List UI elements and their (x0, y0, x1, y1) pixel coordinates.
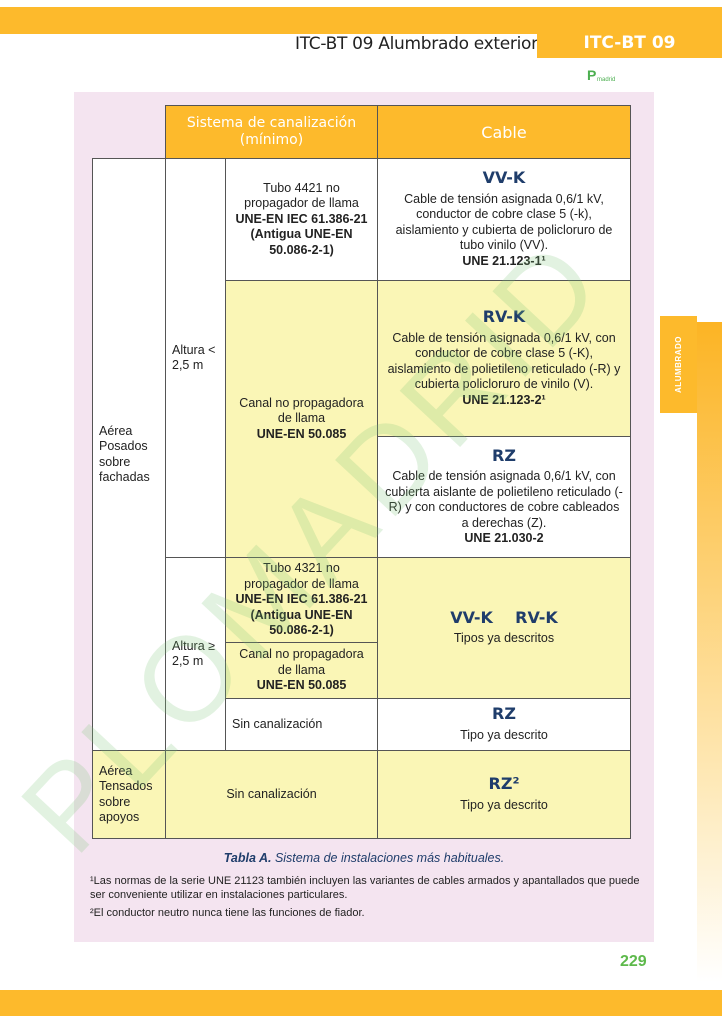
r2-cable: RV-K Cable de tensión asignada 0,6/1 kV, … (377, 280, 631, 437)
r3-cable: RZ Cable de tensión asignada 0,6/1 kV, co… (377, 436, 631, 558)
table-caption: Tabla A. Sistema de instalaciones más ha… (74, 851, 654, 865)
system-text: Canal no propagadora de llama (239, 395, 364, 426)
r6-cable: RZ Tipo ya descrito (377, 698, 631, 751)
system-norm: UNE-EN IEC 61.386-21 (Antigua UNE-EN 50.… (235, 592, 368, 638)
header-system: Sistema de canalización (mínimo) (165, 105, 378, 159)
r1-cable: VV-K Cable de tensión asignada 0,6/1 kV, … (377, 158, 631, 281)
cable-code: RZ (492, 704, 516, 723)
r6-system: Sin canalización (225, 698, 378, 751)
cable-desc: Tipo ya descrito (460, 797, 548, 812)
system-text: Tubo 4321 no propagador de llama (244, 561, 359, 591)
side-tab-label: ALUMBRADO (674, 336, 683, 393)
cable-desc: Cable de tensión asignada 0,6/1 kV, con … (387, 330, 621, 392)
footnote-2: ²El conductor neutro nunca tiene las fun… (90, 907, 365, 919)
cable-desc: Cable de tensión asignada 0,6/1 kV, cond… (395, 191, 613, 253)
cable-desc: Tipo ya descrito (460, 727, 548, 742)
r4-cable: VV-K RV-K Tipos ya descritos (377, 557, 631, 699)
side-tab (660, 316, 697, 413)
cable-norm: UNE 21.123-1¹ (462, 253, 546, 268)
footnote-1: ¹Las normas de la serie UNE 21123 tambié… (90, 875, 640, 901)
system-text: Canal no propagadora de llama (239, 647, 364, 677)
svg-text:madrid: madrid (597, 77, 615, 83)
svg-text:P: P (587, 67, 596, 83)
aerea-tensados: Aérea Tensados sobre apoyos (92, 750, 166, 839)
cable-code: RZ² (488, 774, 520, 793)
cable-code: RV-K (482, 307, 526, 326)
altura-ge: Altura ≥ 2,5 m (165, 557, 226, 751)
r7-cable: RZ² Tipo ya descrito (377, 750, 631, 839)
r7-system: Sin canalización (165, 750, 378, 839)
cable-code: RZ (492, 445, 516, 465)
cable-code: VV-K RV-K (450, 607, 558, 627)
system-norm: UNE-EN 50.085 (256, 678, 347, 693)
system-norm: UNE-EN 50.085 (256, 426, 347, 441)
cable-norm: UNE 21.123-2¹ (462, 392, 546, 407)
page-number: 229 (620, 953, 647, 970)
cable-norm: UNE 21.030-2 (464, 531, 544, 545)
system-text: Tubo 4421 no propagador de llama (244, 180, 359, 211)
header-cable: Cable (377, 105, 631, 159)
side-stripe (697, 322, 722, 982)
cable-desc: Tipos ya descritos (453, 631, 555, 645)
system-norm: UNE-EN IEC 61.386-21 (Antigua UNE-EN 50.… (235, 211, 368, 257)
bottom-bar (0, 990, 722, 1016)
aerea-posados: Aérea Posados sobre fachadas (92, 158, 166, 751)
cable-code: VV-K (482, 168, 526, 187)
section-code: ITC-BT 09 (537, 34, 722, 58)
top-bar (0, 7, 722, 34)
cable-desc: Cable de tensión asignada 0,6/1 kV, con … (385, 469, 623, 530)
caption-text: Sistema de instalaciones más habituales. (271, 851, 505, 865)
caption-label: Tabla A. (223, 851, 272, 865)
running-title: ITC-BT 09 Alumbrado exterior (295, 34, 538, 54)
altura-lt: Altura < 2,5 m (165, 158, 226, 558)
